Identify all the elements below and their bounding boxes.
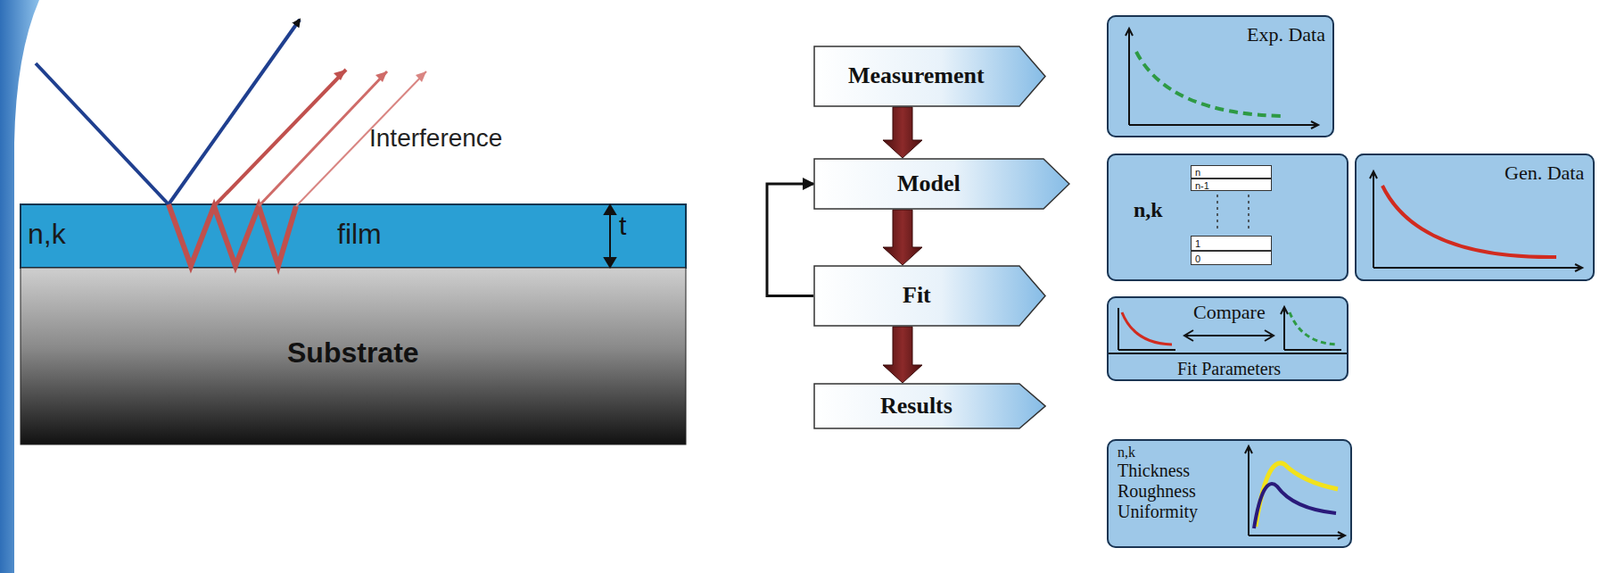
node-text: Measurement bbox=[848, 63, 985, 90]
thickness-dimension bbox=[604, 205, 616, 267]
step-arrow: Fit bbox=[813, 264, 1047, 327]
annotation: Interference bbox=[369, 124, 503, 153]
node-text: Substrate bbox=[287, 337, 420, 369]
dimension-label: t bbox=[618, 210, 627, 240]
results-box: n,kThicknessRoughnessUniformity bbox=[1106, 438, 1353, 548]
node-text: 0 bbox=[1195, 253, 1201, 264]
node-text: n bbox=[1195, 166, 1201, 178]
film-layer bbox=[20, 204, 686, 268]
layer-row: 0 bbox=[1190, 250, 1272, 265]
node-text: Roughness bbox=[1117, 480, 1196, 501]
data-box: Gen. Data bbox=[1354, 153, 1595, 281]
substrate-band: Substrate bbox=[20, 267, 686, 445]
feedback-line bbox=[767, 183, 814, 297]
results-chart bbox=[1245, 445, 1345, 539]
node-text: Model bbox=[897, 171, 961, 198]
flow-arrow bbox=[882, 326, 923, 383]
step-arrow: Results bbox=[813, 382, 1047, 429]
flow-arrow bbox=[882, 209, 923, 265]
node-text: film bbox=[337, 218, 382, 250]
compare-box: CompareFit Parameters bbox=[1106, 296, 1349, 381]
node-text: n,k bbox=[1117, 444, 1136, 461]
layer-row: n bbox=[1190, 164, 1272, 179]
model-box: n,k n n-1 1 0 bbox=[1106, 153, 1349, 281]
node-text: Compare bbox=[1193, 301, 1266, 323]
layer-stack-gap bbox=[1217, 188, 1249, 232]
layer-row: n-1 bbox=[1190, 178, 1272, 191]
step-arrow: Measurement bbox=[813, 45, 1047, 108]
data-box: Exp. Data bbox=[1106, 15, 1335, 138]
node-text: Results bbox=[880, 393, 953, 420]
node-text: Thickness bbox=[1117, 460, 1190, 480]
step-arrow: Model bbox=[813, 157, 1071, 210]
layer-row: 1 bbox=[1190, 235, 1272, 251]
node-text: 1 bbox=[1195, 238, 1201, 249]
node-text: Fit bbox=[902, 282, 932, 309]
film-band: n,k film bbox=[20, 204, 686, 268]
node-text: n,k bbox=[1133, 197, 1163, 222]
node-text: Exp. Data bbox=[1246, 24, 1326, 46]
node-text: Uniformity bbox=[1117, 501, 1198, 521]
node-text: Gen. Data bbox=[1504, 162, 1584, 184]
light-rays bbox=[35, 19, 427, 266]
substrate-layer bbox=[20, 267, 686, 445]
node-text: n,k bbox=[27, 218, 66, 250]
gen-chart bbox=[1369, 171, 1583, 272]
box-fills bbox=[1106, 15, 1595, 548]
node-text: n-1 bbox=[1195, 180, 1210, 191]
flow-arrow bbox=[882, 107, 923, 158]
node-text: Fit Parameters bbox=[1177, 358, 1281, 379]
